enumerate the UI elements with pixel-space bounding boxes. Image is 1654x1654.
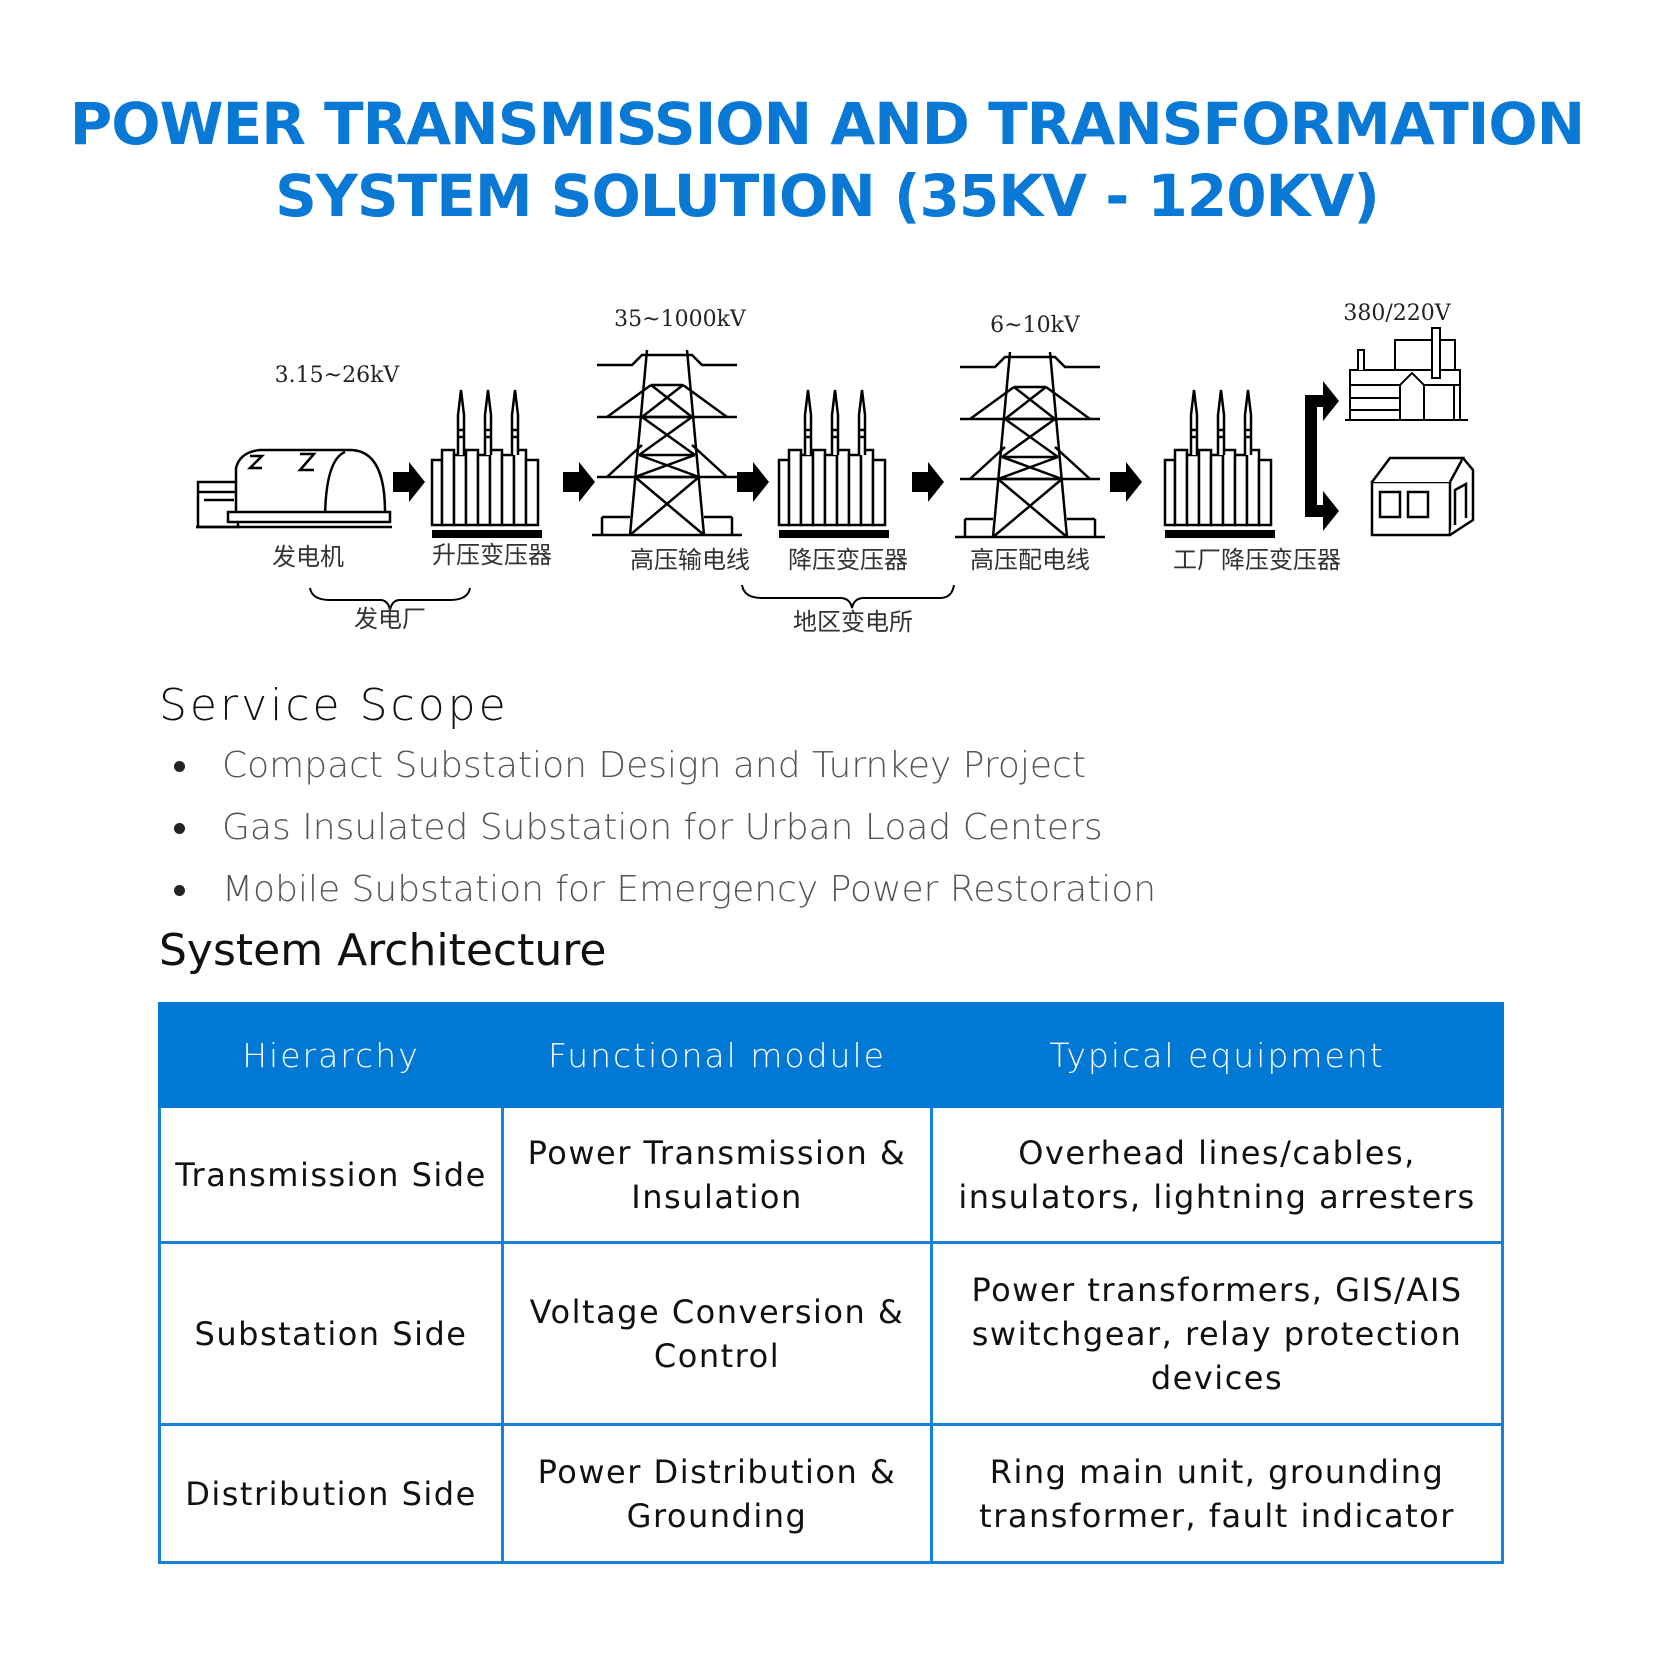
component-label: 升压变压器 <box>432 541 552 569</box>
architecture-table: Hierarchy Functional module Typical equi… <box>158 1002 1504 1564</box>
component-label: 高压配电线 <box>970 546 1090 574</box>
table-row: Distribution Side Power Distribution & G… <box>158 1423 1504 1564</box>
voltage-label: 380/220V <box>1343 301 1451 326</box>
bullet-icon <box>174 761 185 772</box>
table-row: Substation Side Voltage Conversion & Con… <box>158 1241 1504 1426</box>
page-title: POWER TRANSMISSION AND TRANSFORMATION SY… <box>69 90 1585 230</box>
table-cell: Overhead lines/cables, insulators, light… <box>930 1105 1504 1244</box>
table-row: Transmission Side Power Transmission & I… <box>158 1105 1504 1244</box>
power-flow-diagram: 3.15~26kV 35~1000kV 6~10kV 380/220V 发电机 … <box>196 301 1475 636</box>
component-label: 高压输电线 <box>630 546 750 574</box>
service-scope-list: Compact Substation Design and Turnkey Pr… <box>170 742 1156 928</box>
bullet-icon <box>174 823 185 834</box>
arrow-icon <box>912 462 944 502</box>
list-item: Mobile Substation for Emergency Power Re… <box>170 866 1156 928</box>
voltage-label: 35~1000kV <box>614 307 747 332</box>
split-arrow-icon <box>1305 381 1339 531</box>
table-cell: Power Transmission & Insulation <box>501 1105 933 1244</box>
group-label: 发电厂 <box>354 605 426 633</box>
table-cell: Ring main unit, grounding transformer, f… <box>930 1423 1504 1564</box>
arrow-icon <box>1110 462 1142 502</box>
arrow-icon <box>563 462 595 502</box>
group-label: 地区变电所 <box>793 608 913 636</box>
house-icon <box>1370 456 1475 537</box>
component-label: 工厂降压变压器 <box>1173 546 1341 574</box>
system-architecture-heading: System Architecture <box>159 925 607 976</box>
component-label: 降压变压器 <box>788 546 908 574</box>
table-cell: Substation Side <box>158 1241 504 1426</box>
arrow-icon <box>393 462 425 502</box>
list-item: Compact Substation Design and Turnkey Pr… <box>170 742 1156 804</box>
table-cell: Power transformers, GIS/AIS switchgear, … <box>930 1241 1504 1426</box>
table-cell: Voltage Conversion & Control <box>501 1241 933 1426</box>
transmission-tower-icon <box>590 348 744 537</box>
bullet-icon <box>174 885 185 896</box>
braces <box>309 584 955 611</box>
column-header: Hierarchy <box>158 1002 504 1108</box>
factory-icon <box>1345 327 1468 421</box>
arrow-icon <box>737 462 769 502</box>
table-header-row: Hierarchy Functional module Typical equi… <box>158 1002 1504 1108</box>
table-cell: Distribution Side <box>158 1423 504 1564</box>
step-up-transformer-icon <box>430 388 544 540</box>
voltage-label: 6~10kV <box>990 313 1081 338</box>
generator-icon <box>196 448 392 529</box>
factory-transformer-icon <box>1163 388 1277 540</box>
distribution-tower-icon <box>953 350 1107 539</box>
table-cell: Transmission Side <box>158 1105 504 1244</box>
step-down-transformer-icon <box>777 388 891 540</box>
service-scope-heading: Service Scope <box>159 680 509 731</box>
column-header: Typical equipment <box>930 1002 1504 1108</box>
voltage-label: 3.15~26kV <box>275 363 401 388</box>
list-item: Gas Insulated Substation for Urban Load … <box>170 804 1156 866</box>
component-label: 发电机 <box>272 543 344 571</box>
table-cell: Power Distribution & Grounding <box>501 1423 933 1564</box>
column-header: Functional module <box>501 1002 933 1108</box>
